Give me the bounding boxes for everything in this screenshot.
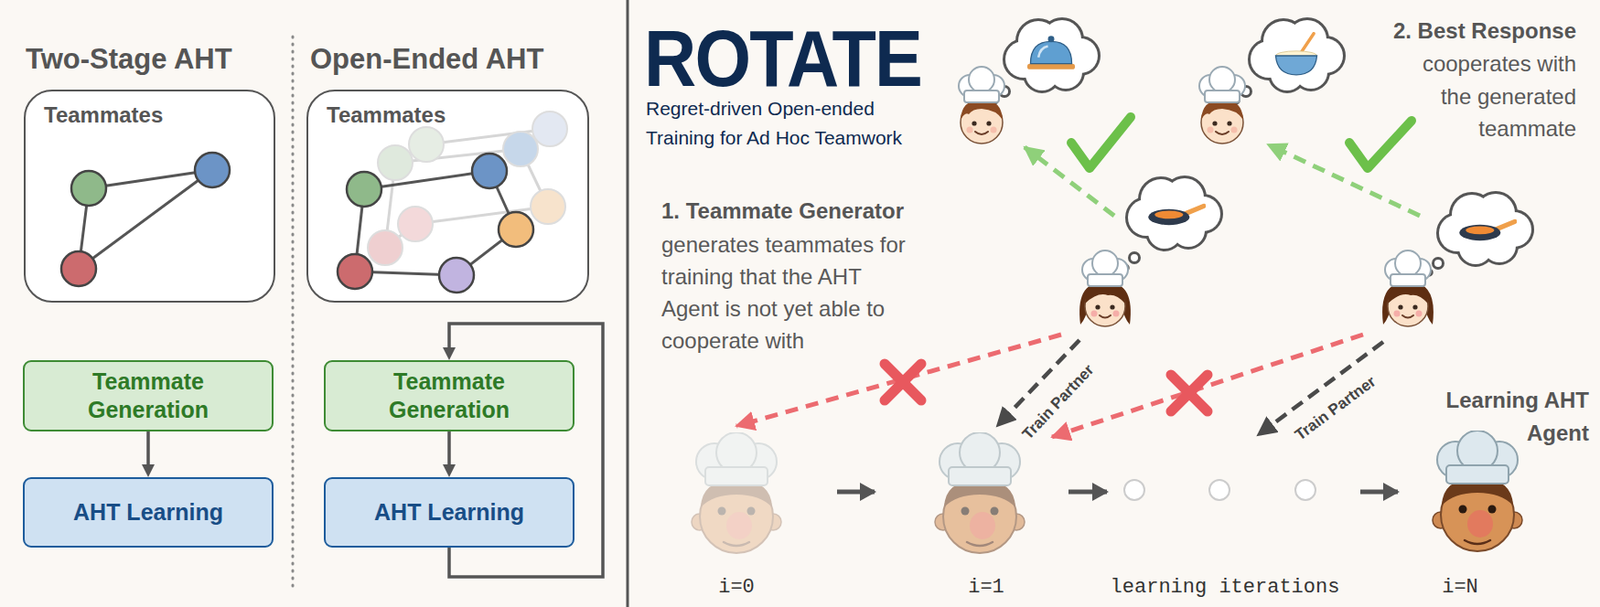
open-ended-teammate-graph [408, 127, 444, 162]
thought-bubbles [1250, 20, 1343, 91]
flow-arrow [146, 431, 151, 473]
failure-arrows [1170, 375, 1208, 412]
thought-bubbles [1459, 221, 1515, 241]
cooperation-arrows [1024, 117, 1420, 216]
thought-bubbles [1275, 33, 1317, 76]
open-ended-teammate-graph [532, 111, 568, 147]
open-ended-teammate-graph [364, 171, 490, 190]
thought-bubbles [1005, 20, 1098, 91]
thought-bubbles [1148, 205, 1204, 226]
failure-arrows [1170, 375, 1208, 412]
chef-characters [1079, 250, 1131, 327]
thought-bubbles [1127, 178, 1221, 249]
teammate-graph [194, 152, 230, 188]
open-ended-teammate-graph [498, 212, 534, 247]
thought-bubbles [1433, 258, 1444, 269]
step-description: generates teammates for training that th… [661, 228, 918, 357]
learning-box: AHT Learning [22, 477, 274, 548]
flow-arrow [447, 431, 452, 473]
teammate-graph [61, 251, 97, 287]
iteration-track [1209, 480, 1230, 501]
learning-box: AHT Learning [323, 477, 575, 548]
chef-characters [958, 66, 1005, 144]
cooperation-arrows [1267, 144, 1420, 216]
teammate-pool-box: Teammates [23, 89, 276, 303]
iteration-track [1124, 480, 1145, 501]
open-ended-teammate-graph [439, 257, 474, 293]
iteration-track [837, 490, 875, 495]
iteration-label: i=0 [718, 576, 755, 601]
open-ended-teammate-graph [472, 153, 507, 189]
failure-arrows [884, 364, 922, 401]
teammate-graph [61, 152, 230, 287]
panel-dividers [291, 36, 295, 591]
box-label: Teammate Generation [357, 367, 541, 425]
logo-subtitle: Regret-driven Open-ended Training for Ad… [645, 94, 921, 153]
box-label: Teammate Generation [56, 367, 240, 425]
panel-heading: Open-Ended AHT [310, 42, 544, 76]
box-label: Teammates [43, 102, 163, 129]
iteration-label: i=N [1441, 576, 1479, 601]
open-ended-teammate-graph [367, 230, 403, 266]
thought-bubbles [1027, 35, 1075, 69]
step-heading: 2. Best Response [1393, 14, 1577, 47]
chef-characters [1199, 66, 1246, 144]
failure-arrows [884, 364, 922, 401]
thought-bubbles [1438, 193, 1532, 265]
open-ended-teammate-graph [337, 153, 534, 293]
iteration-track [1360, 490, 1398, 495]
cooperation-arrows [1071, 117, 1131, 169]
open-ended-teammate-graph [337, 254, 373, 290]
chef-characters [691, 432, 782, 554]
panel-heading: Two-Stage AHT [25, 42, 233, 76]
open-ended-teammate-graph [337, 111, 568, 293]
iteration-label: i=1 [967, 576, 1005, 601]
teammate-box-fill [307, 90, 589, 302]
box-label: AHT Learning [73, 498, 224, 527]
generation-box: Teammate Generation [22, 360, 274, 432]
open-ended-teammate-graph [367, 111, 568, 266]
teammate-graph [88, 170, 213, 189]
iteration-track [1295, 480, 1316, 501]
chef-characters [1382, 250, 1434, 327]
arrow-label: Train Partner [1291, 373, 1380, 446]
open-ended-teammate-graph [397, 206, 433, 242]
cooperation-arrows [1349, 120, 1412, 169]
iteration-track [1124, 480, 1316, 501]
step-heading: 1. Teammate Generator [661, 194, 904, 227]
chef-characters [1432, 430, 1523, 552]
agent-label: Learning AHT Agent [1424, 384, 1590, 451]
teammate-box-fill [24, 90, 275, 302]
iteration-track [1068, 490, 1107, 495]
logo-wordmark: ROTATE [644, 18, 922, 99]
teammate-pool-box: Teammates [306, 89, 590, 303]
box-label: Teammates [326, 102, 446, 129]
teammate-graph [71, 171, 107, 206]
open-ended-teammate-graph [503, 131, 538, 167]
panel-dividers [626, 0, 630, 607]
open-ended-teammate-graph [346, 171, 382, 207]
thought-bubbles [1129, 253, 1140, 264]
open-ended-teammate-graph [530, 189, 566, 225]
step-description: cooperates with the generated teammate [1397, 47, 1577, 146]
teammate-graph [61, 152, 230, 287]
open-ended-teammate-graph [377, 145, 413, 181]
axis-label: learning iterations [1110, 576, 1341, 601]
box-label: AHT Learning [374, 498, 525, 527]
iteration-track [837, 480, 1398, 501]
teammate-box-fill [24, 90, 589, 302]
generation-box: Teammate Generation [323, 360, 575, 432]
arrow-label: Train Partner [1019, 361, 1098, 444]
panel-dividers [292, 0, 628, 607]
chef-characters [934, 432, 1025, 554]
